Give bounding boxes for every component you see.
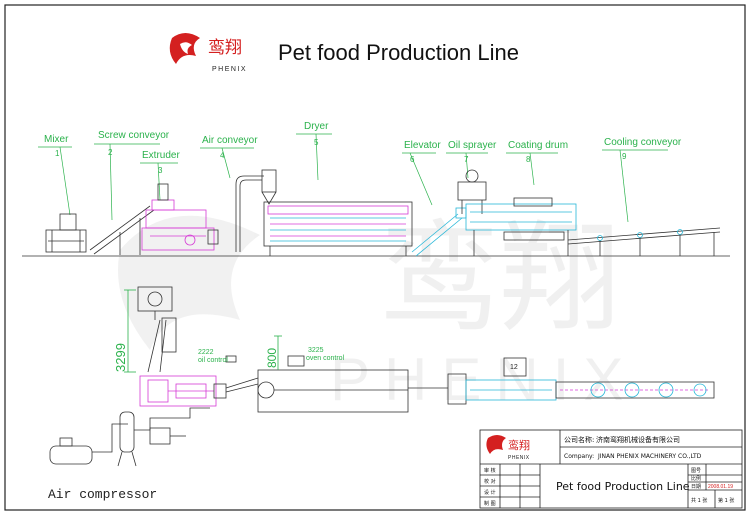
mixer (45, 213, 87, 253)
tb-row-0: 审 核 (484, 467, 496, 474)
dimension-left: 3299 (113, 343, 128, 372)
svg-text:鸾翔: 鸾翔 (380, 210, 620, 349)
tb-drawing-title: Pet food Production Line (556, 480, 690, 493)
tb-sheet-no: 第 1 张 (718, 497, 734, 504)
tb-company-en: JINAN PHENIX MACHINERY CO.,LTD (597, 453, 702, 460)
oil-control-code: 2222 (198, 349, 214, 356)
label-mixer: Mixer (44, 134, 69, 145)
num-mixer: 1 (55, 149, 60, 158)
tb-logo-en: PHENIX (508, 455, 530, 461)
tb-company-cn: 济南鸾翔机械设备有限公司 (596, 435, 680, 444)
brand-logo-icon (169, 33, 200, 64)
num-cooling-conveyor: 9 (622, 152, 627, 161)
watermark: 鸾翔 PHENIX (118, 210, 637, 413)
oven-control-label: oven control (306, 355, 345, 362)
tb-company-en-label: Company: (564, 453, 594, 460)
title-block (479, 429, 743, 509)
extruder (141, 183, 219, 251)
title-block-logo-icon (486, 435, 506, 454)
num-screw-conveyor: 2 (108, 148, 113, 157)
cooling-conveyor (567, 227, 721, 256)
dryer (263, 201, 413, 256)
brand-name-en: PHENIX (212, 66, 247, 73)
label-screw-conveyor: Screw conveyor (98, 130, 170, 141)
tb-right-row-2: 日期 (691, 484, 701, 490)
tb-logo-cn: 鸾翔 (508, 438, 530, 452)
box-label: 12 (510, 364, 518, 371)
label-air-conveyor: Air conveyor (202, 135, 258, 146)
num-oil-sprayer: 7 (464, 155, 469, 164)
label-oil-sprayer: Oil sprayer (448, 140, 497, 151)
svg-text:PHENIX: PHENIX (330, 346, 637, 413)
num-dryer: 5 (314, 138, 319, 147)
oven-control-code: 3225 (308, 347, 324, 354)
label-coating-drum: Coating drum (508, 140, 568, 151)
num-extruder: 3 (158, 166, 163, 175)
label-extruder: Extruder (142, 150, 180, 161)
plan-view (49, 286, 715, 467)
tb-row-3: 制 图 (484, 500, 496, 507)
num-coating-drum: 8 (526, 155, 531, 164)
screw-conveyor (89, 205, 155, 255)
dimension-mid: 800 (265, 348, 279, 368)
air-compressor-label: Air compressor (48, 487, 157, 502)
tb-row-1: 校 对 (484, 478, 496, 485)
brand-name-cn: 鸾翔 (208, 38, 242, 58)
elevation-view (22, 169, 730, 257)
num-air-conveyor: 4 (220, 151, 225, 160)
label-elevator: Elevator (404, 140, 441, 151)
tb-right-row-1: 比例 (691, 475, 701, 482)
tb-sheets-total: 共 1 张 (691, 497, 707, 504)
tb-company-label: 公司名称: (564, 435, 594, 444)
drawing-frame (4, 4, 746, 511)
oil-sprayer (457, 169, 487, 214)
coating-drum (465, 197, 577, 256)
air-conveyor (235, 169, 277, 252)
oil-control-label: oil control (198, 357, 228, 364)
tb-row-2: 设 计 (484, 489, 496, 496)
label-cooling-conveyor: Cooling conveyor (604, 137, 682, 148)
label-dryer: Dryer (304, 121, 329, 132)
num-elevator: 6 (410, 155, 415, 164)
tb-date: 2008.01.19 (708, 484, 733, 490)
tb-right-row-0: 图号 (691, 468, 701, 474)
equipment-labels (38, 133, 668, 223)
page-title: Pet food Production Line (278, 40, 519, 65)
